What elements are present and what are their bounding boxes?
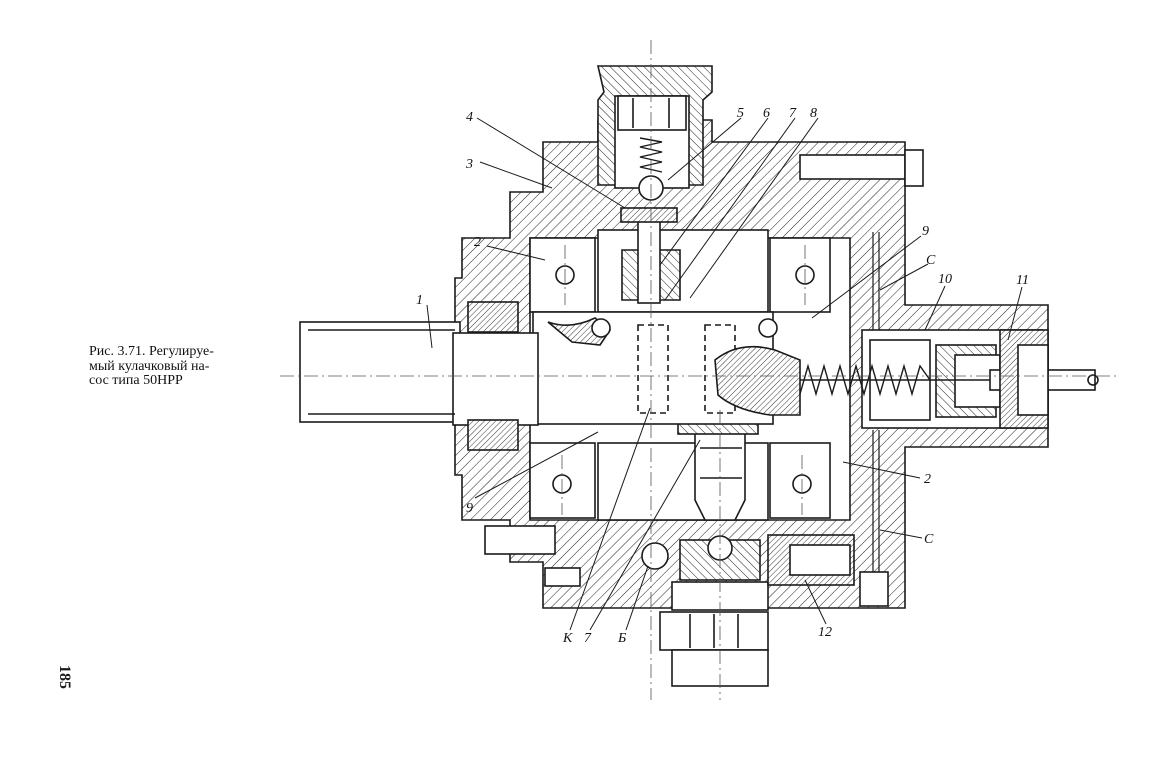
drive-shaft [300,322,460,422]
lower-shaft-seal [468,420,518,450]
callout-4: 4 [466,110,473,125]
callout-7-top: 7 [789,106,797,121]
callout-5: 5 [737,106,744,121]
port-b [642,543,668,569]
callout-12: 12 [818,625,832,640]
callout-k: К [562,631,573,646]
callout-2-lower: 2 [924,472,931,487]
callout-7-bottom: 7 [584,631,592,646]
callout-1: 1 [416,293,423,308]
upper-shaft-seal [468,302,518,332]
callout-11: 11 [1016,273,1029,288]
upper-left-bearing-block [530,238,595,312]
callout-2-upper: 2 [474,235,481,250]
callout-8: 8 [810,106,817,121]
callout-c-upper: С [926,253,936,268]
lower-right-bearing-block [770,443,830,518]
callout-10: 10 [938,272,952,287]
callout-9-right: 9 [922,224,929,239]
callout-c-lower: С [924,532,934,547]
callout-3: 3 [465,157,473,172]
upper-right-bearing-block [770,238,830,312]
callout-6: 6 [763,106,770,121]
bottom-left-bolt [485,526,555,554]
top-right-bolt [800,155,905,179]
top-valve-plug [618,96,686,130]
callout-9-left: 9 [466,501,473,516]
callout-b: Б [617,631,626,646]
lower-left-bearing-block [530,443,595,518]
